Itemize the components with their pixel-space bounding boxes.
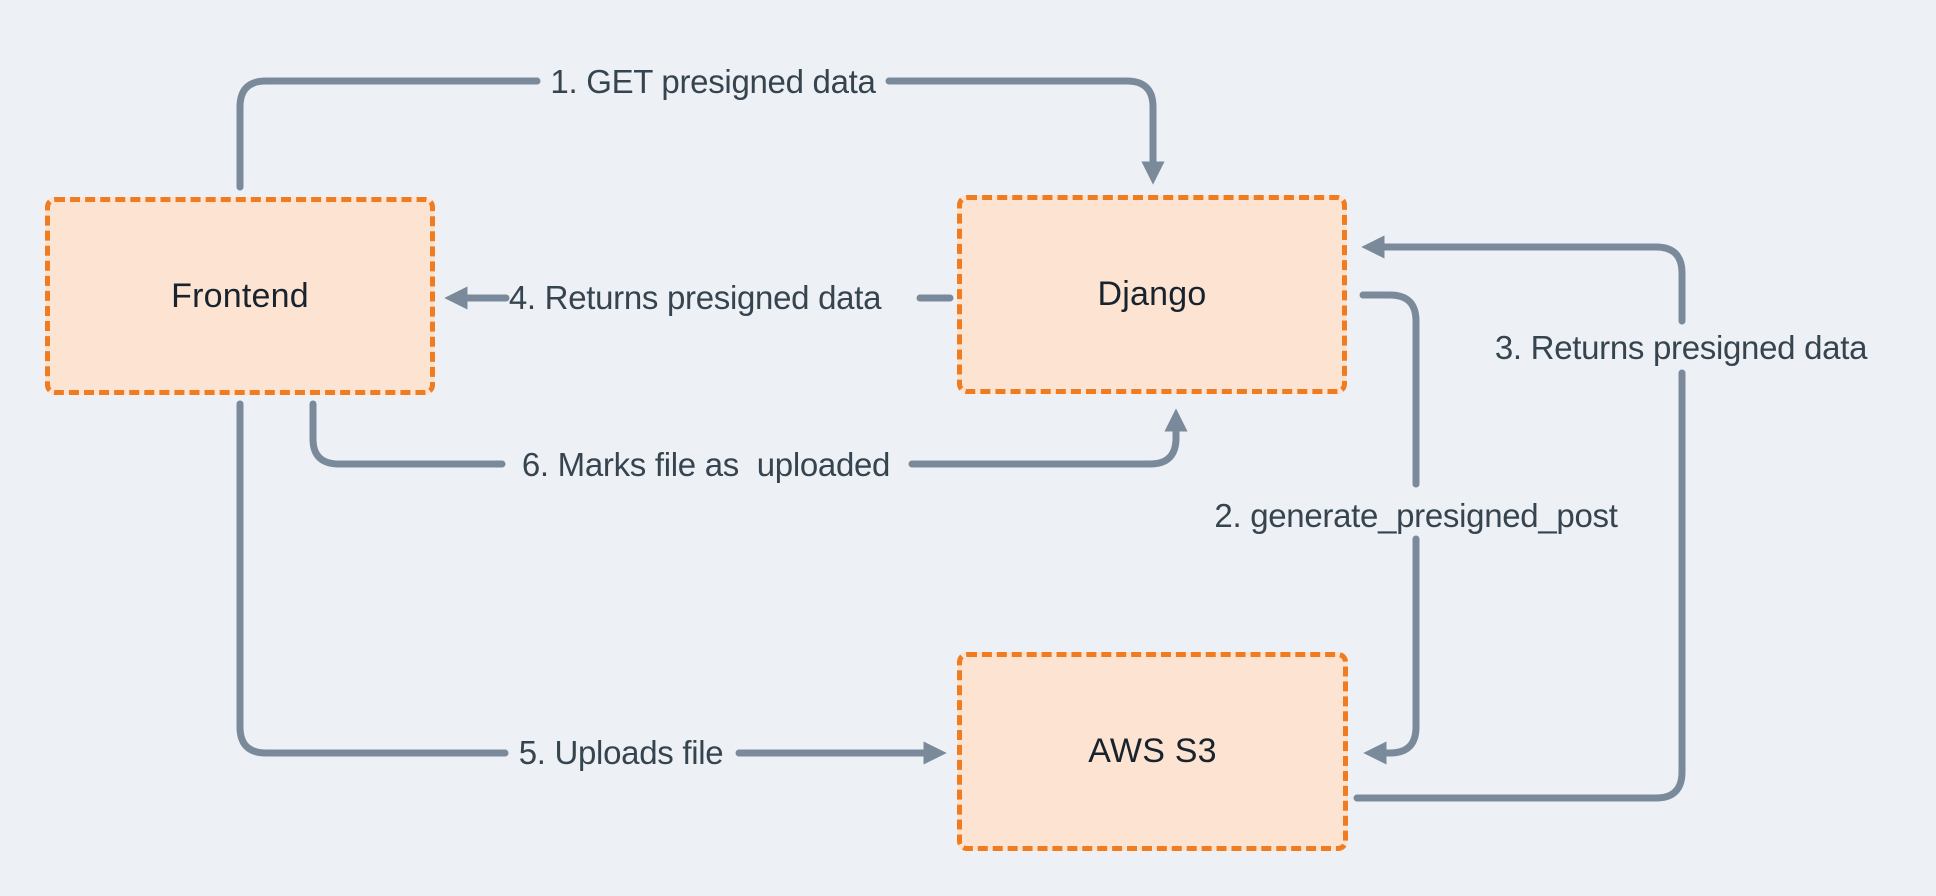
edge-3-segment-end	[1361, 235, 1686, 325]
edge-2-segment-end	[1363, 535, 1420, 765]
edge-6-segment-end	[908, 408, 1188, 468]
edge-2-generate-presigned-post-arrow	[1359, 291, 1420, 765]
edge-2-segment-start	[1359, 291, 1420, 488]
node-django: Django	[957, 195, 1347, 394]
node-frontend: Frontend	[45, 197, 435, 395]
edge-label-marks-file-uploaded: 6. Marks file as uploaded	[521, 446, 891, 483]
edge-3-returns-presigned-data-arrow	[1353, 235, 1686, 802]
edge-5-uploads-file-arrow	[236, 400, 947, 765]
node-aws-s3: AWS S3	[957, 652, 1348, 851]
edge-5-segment-start	[236, 400, 509, 757]
edge-label-get-presigned-data: 1. GET presigned data	[550, 63, 876, 100]
edge-label-returns-presigned-data-s3: 3. Returns presigned data	[1494, 329, 1868, 366]
edge-1-segment-end	[885, 77, 1165, 185]
edge-3-segment-start	[1353, 369, 1686, 802]
edge-label-generate-presigned-post: 2. generate_presigned_post	[1214, 497, 1618, 534]
node-django-label: Django	[1097, 275, 1207, 313]
edge-label-uploads-file: 5. Uploads file	[518, 734, 724, 771]
node-frontend-label: Frontend	[171, 276, 309, 315]
edge-1-get-presigned-data-arrow	[236, 77, 1165, 191]
node-aws-s3-label: AWS S3	[1088, 732, 1217, 770]
edge-6-segment-start	[309, 400, 506, 468]
edge-label-returns-presigned-data-frontend: 4. Returns presigned data	[508, 279, 882, 316]
edge-1-segment-start	[236, 77, 541, 191]
edge-6-marks-file-uploaded-arrow	[309, 400, 1188, 468]
